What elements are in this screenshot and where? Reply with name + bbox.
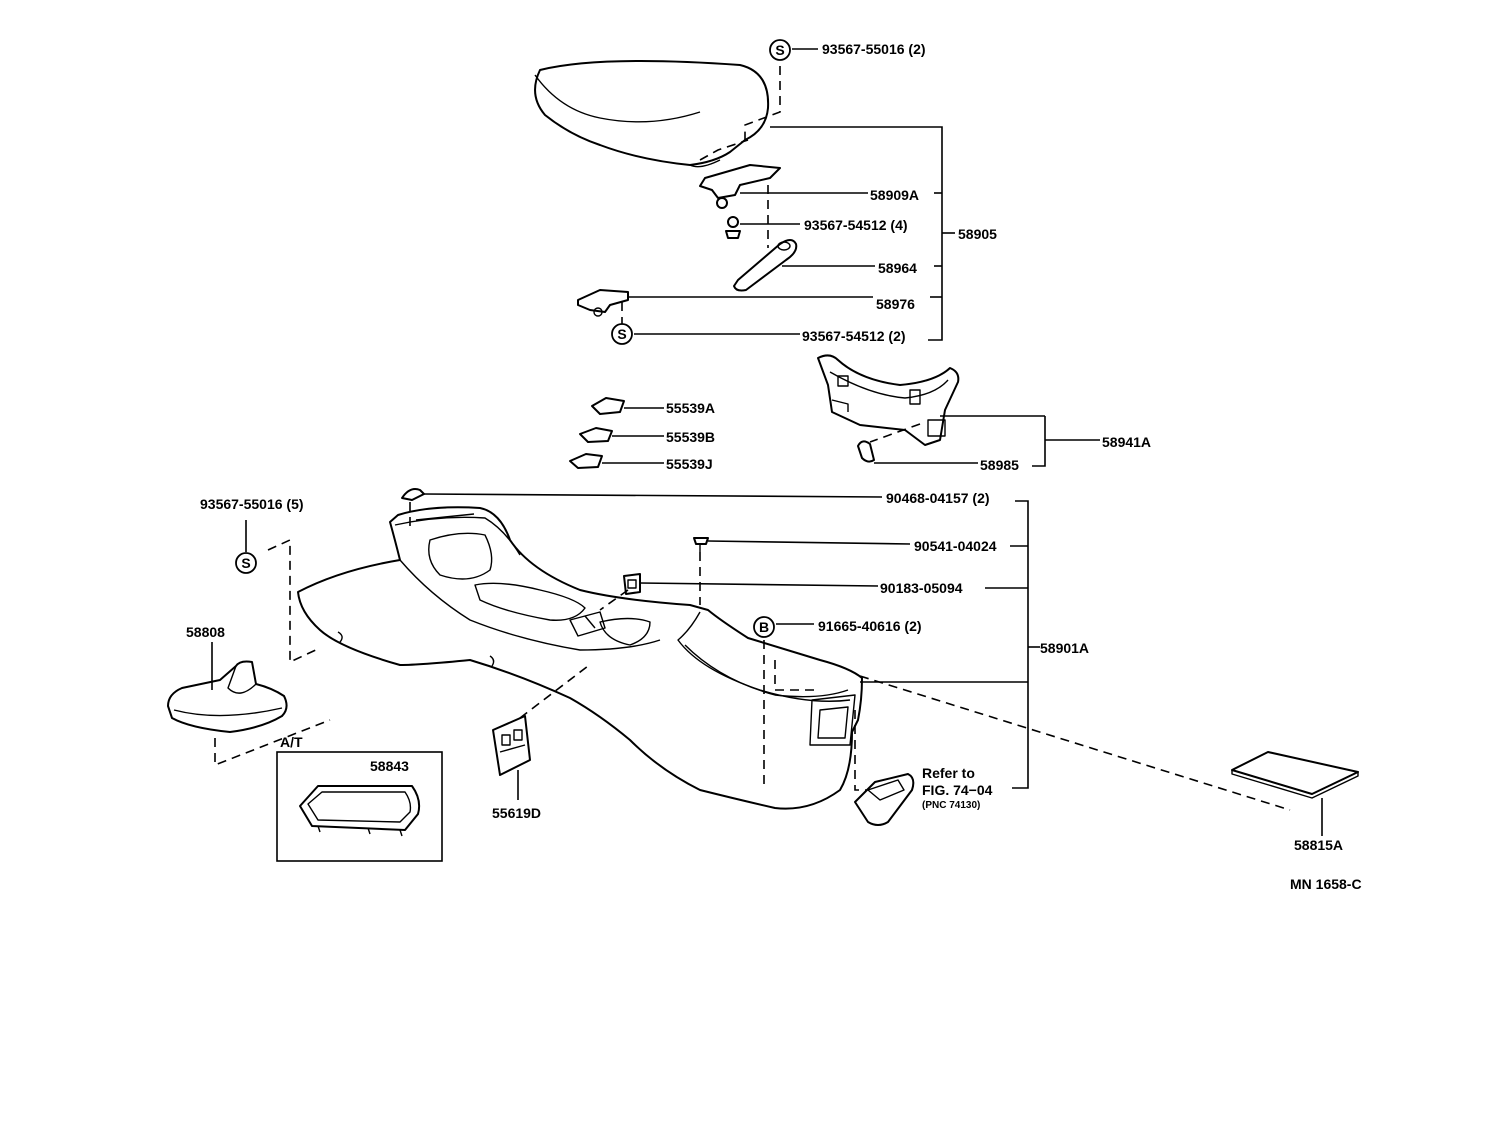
dash-cupholder-spring bbox=[869, 423, 921, 443]
label-at: A/T bbox=[280, 734, 303, 750]
label-mn-1658-c: MN 1658-C bbox=[1290, 876, 1362, 892]
label-58909a: 58909A bbox=[870, 187, 919, 203]
label-fig-74-04: FIG. 74−04 bbox=[922, 782, 993, 798]
label-58941a: 58941A bbox=[1102, 434, 1151, 450]
dash-console-inner bbox=[774, 660, 815, 691]
label-93567-55016-5: 93567-55016 (5) bbox=[200, 496, 304, 512]
armrest-hinge-58909a bbox=[699, 164, 781, 209]
shift-boot-58808 bbox=[167, 660, 288, 733]
label-refer-to: Refer to bbox=[922, 765, 975, 781]
label-93567-54512-2: 93567-54512 (2) bbox=[802, 328, 906, 344]
label-58808: 58808 bbox=[186, 624, 225, 640]
label-93567-55016-2: 93567-55016 (2) bbox=[822, 41, 926, 57]
callout-b-text: B bbox=[759, 619, 769, 635]
label-90468-04157-2: 90468-04157 (2) bbox=[886, 490, 990, 506]
shift-bezel-58843 bbox=[299, 785, 421, 837]
cup-holder-spring-58985 bbox=[857, 440, 875, 463]
armrest-lid bbox=[534, 60, 770, 168]
clip-55539j bbox=[569, 453, 603, 469]
clip-90468-04157 bbox=[401, 488, 425, 501]
at-inset-box bbox=[276, 751, 443, 862]
screw-90541-04024 bbox=[693, 537, 709, 552]
label-58976: 58976 bbox=[876, 296, 915, 312]
callout-b: B bbox=[753, 616, 775, 638]
clip-55539a bbox=[591, 397, 625, 415]
dash-nut-console bbox=[599, 589, 629, 611]
console-body-58901a bbox=[297, 506, 863, 810]
bracket-55619d bbox=[492, 715, 531, 776]
screw-93567-54512-4 bbox=[725, 216, 741, 239]
label-58964: 58964 bbox=[878, 260, 917, 276]
callout-s-top-text: S bbox=[775, 42, 784, 58]
lock-knob-58964 bbox=[733, 239, 798, 292]
label-90183-05094: 90183-05094 bbox=[880, 580, 963, 596]
label-55619d: 55619D bbox=[492, 805, 541, 821]
callout-s-striker-text: S bbox=[617, 326, 626, 342]
callout-s-top: S bbox=[769, 39, 791, 61]
label-58985: 58985 bbox=[980, 457, 1019, 473]
mat-58815a bbox=[1231, 751, 1359, 799]
label-55539j: 55539J bbox=[666, 456, 713, 472]
dash-armrest-screw bbox=[744, 66, 781, 140]
nut-90183-05094 bbox=[623, 573, 641, 595]
callout-s-striker: S bbox=[611, 323, 633, 345]
label-90541-04024: 90541-04024 bbox=[914, 538, 997, 554]
label-pnc-74130: (PNC 74130) bbox=[922, 800, 980, 811]
label-93567-54512-4: 93567-54512 (4) bbox=[804, 217, 908, 233]
dash-lid-hinge bbox=[699, 139, 749, 161]
striker-58976 bbox=[577, 289, 629, 317]
label-58843: 58843 bbox=[370, 758, 409, 774]
label-91665-40616-2: 91665-40616 (2) bbox=[818, 618, 922, 634]
callout-s-left-text: S bbox=[241, 555, 250, 571]
callout-s-left: S bbox=[235, 552, 257, 574]
cup-holder-58941a bbox=[817, 354, 960, 446]
label-55539a: 55539A bbox=[666, 400, 715, 416]
clip-55539b bbox=[579, 427, 613, 443]
label-58905: 58905 bbox=[958, 226, 997, 242]
label-55539b: 55539B bbox=[666, 429, 715, 445]
dash-console-boot bbox=[214, 719, 331, 767]
label-58815a: 58815A bbox=[1294, 837, 1343, 853]
label-58901a: 58901A bbox=[1040, 640, 1089, 656]
dash-ashtray bbox=[854, 710, 868, 791]
dash-console-tray bbox=[859, 675, 1291, 811]
ashtray-ref bbox=[854, 773, 915, 826]
